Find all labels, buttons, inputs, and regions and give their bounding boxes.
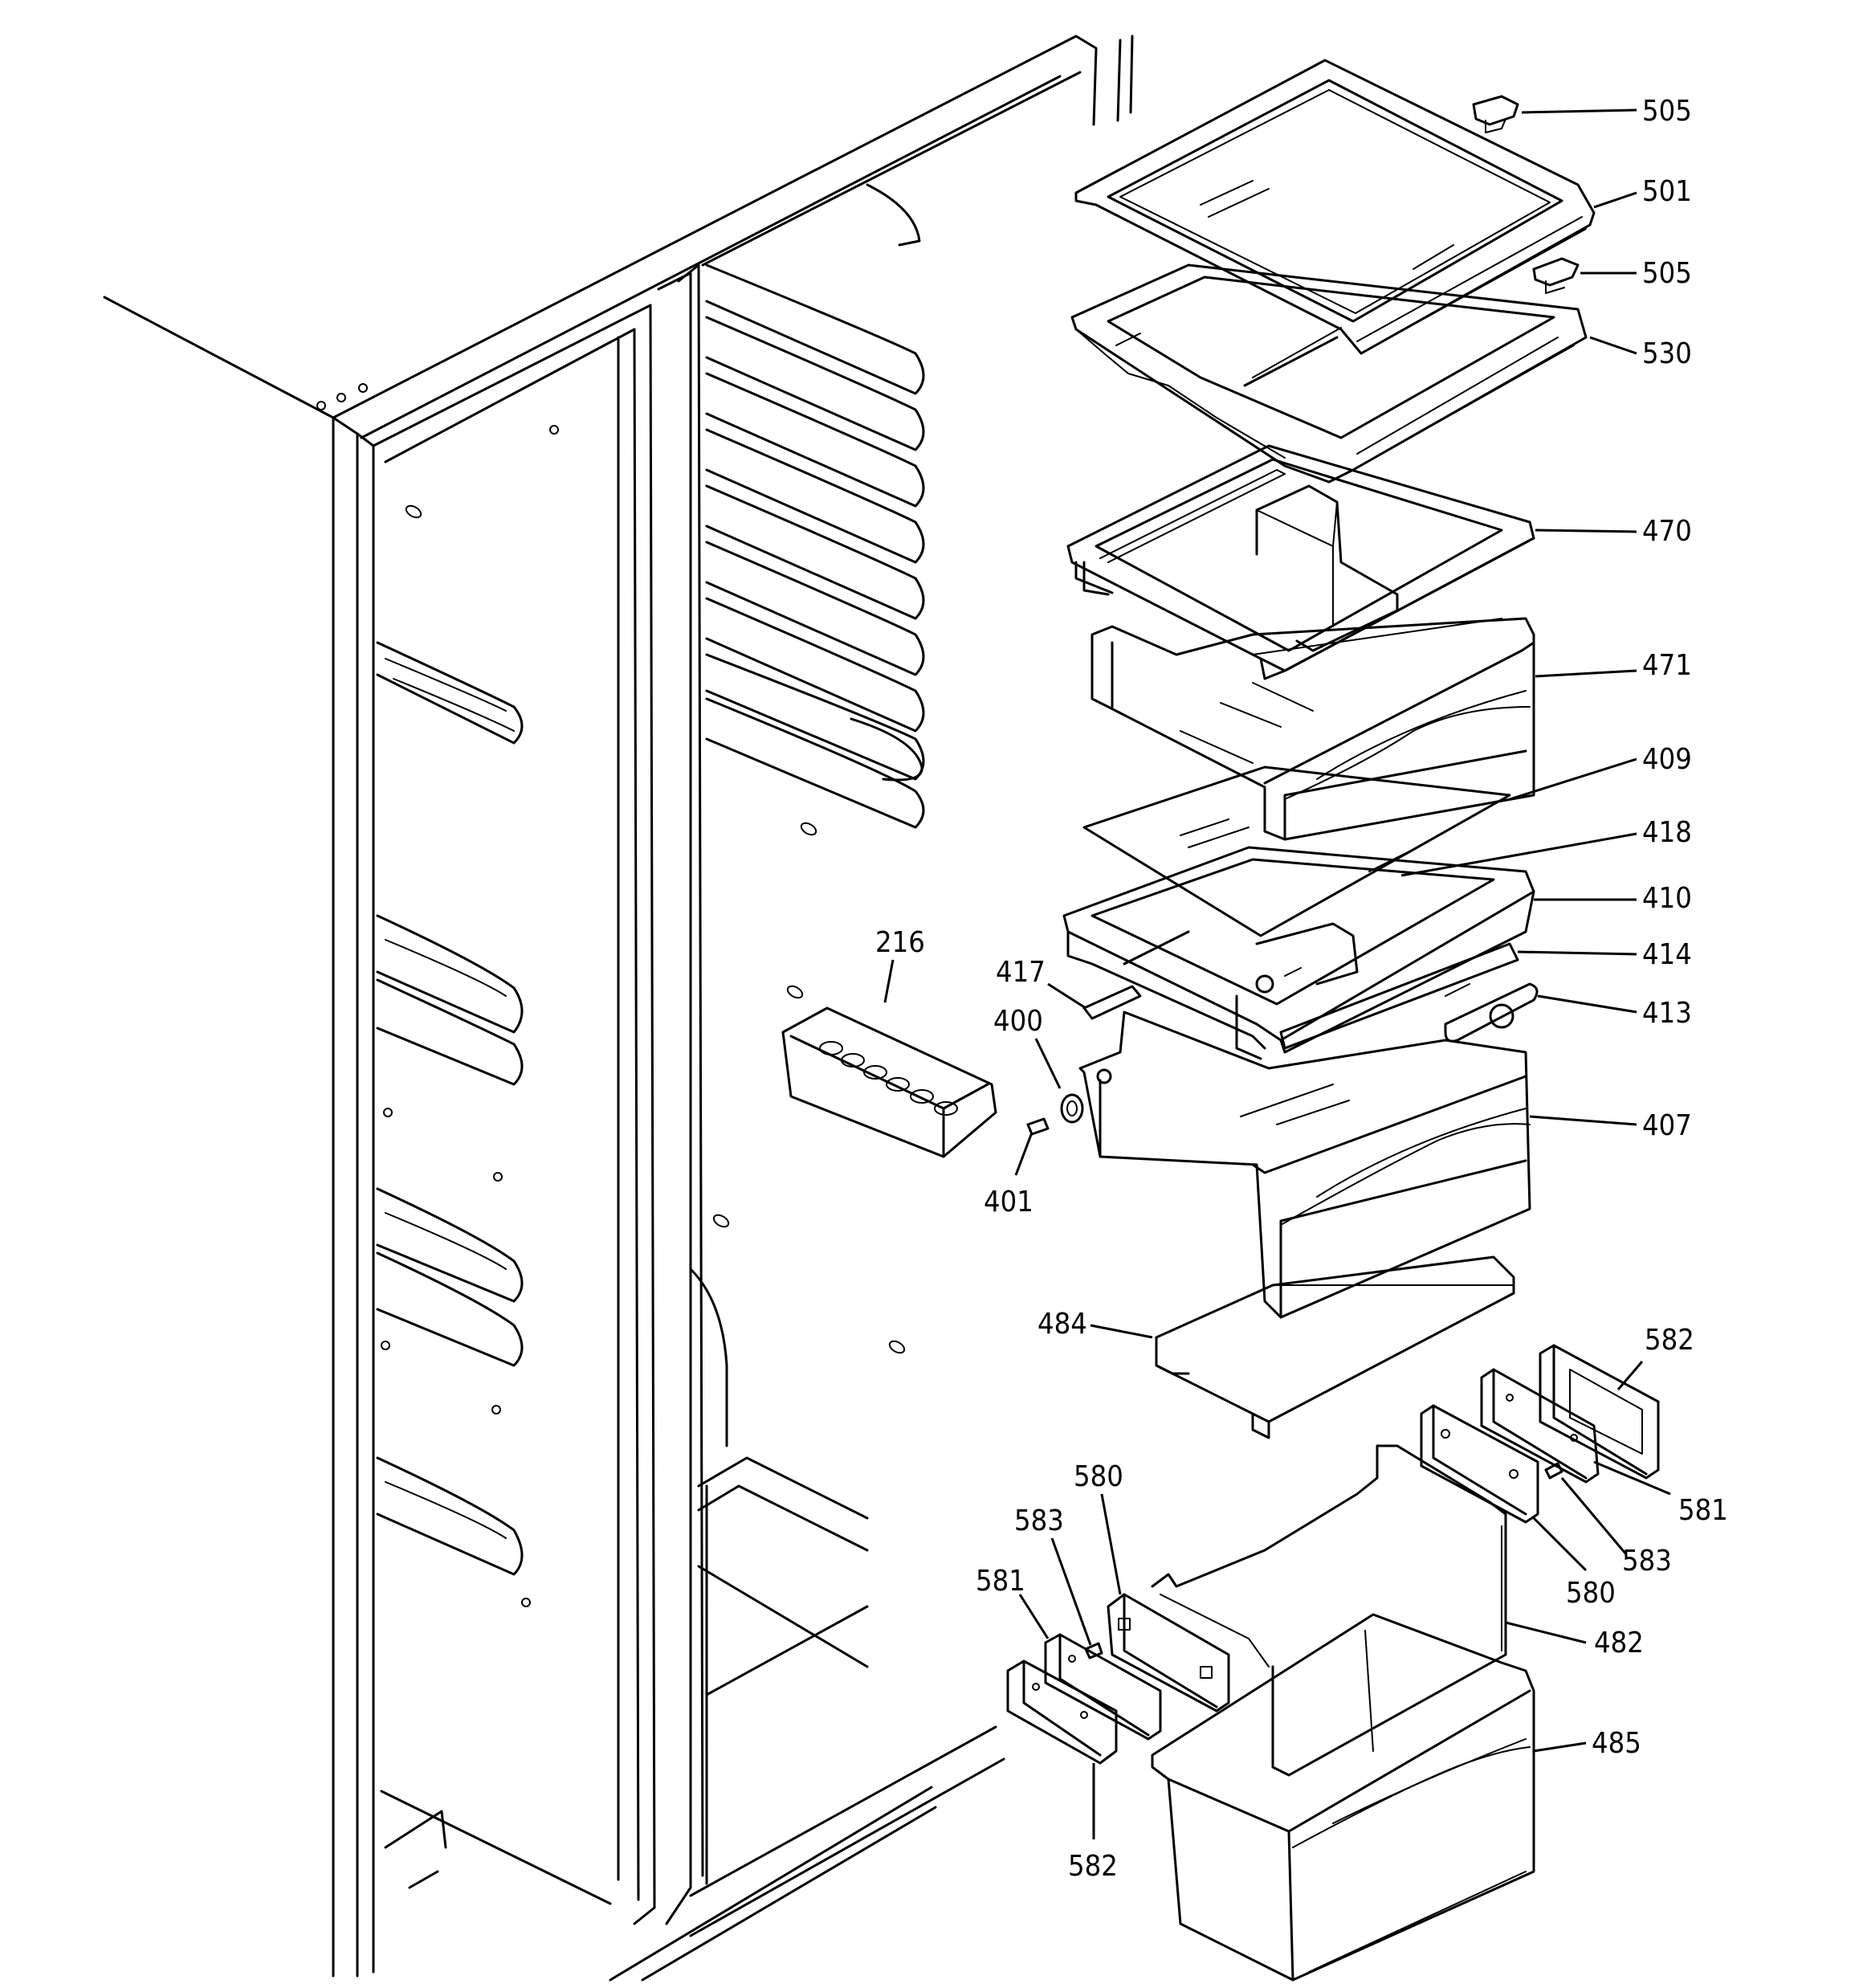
screw-583-right bbox=[1544, 1462, 1563, 1480]
leader-418 bbox=[1400, 832, 1637, 877]
drawer-471 bbox=[1090, 617, 1535, 841]
bracket-cover-582-right bbox=[1539, 1344, 1660, 1480]
egg-tray-216 bbox=[781, 1006, 997, 1158]
leader-413 bbox=[1537, 994, 1637, 1014]
pan-cover-470 bbox=[1066, 444, 1535, 680]
callout-501: 501 bbox=[1642, 175, 1692, 208]
callout-417: 417 bbox=[996, 956, 1046, 989]
leader-216 bbox=[883, 959, 895, 1003]
callout-471: 471 bbox=[1642, 649, 1692, 682]
callout-410: 410 bbox=[1642, 882, 1692, 915]
leader-530 bbox=[1589, 336, 1637, 355]
bracket-581-right bbox=[1480, 1368, 1600, 1484]
leader-484 bbox=[1090, 1324, 1153, 1339]
shelf-ribs bbox=[705, 183, 925, 829]
glass-cover-409 bbox=[1082, 765, 1511, 937]
slide-580-left bbox=[1107, 1593, 1230, 1712]
callout-414: 414 bbox=[1642, 938, 1692, 971]
leader-471 bbox=[1535, 669, 1637, 678]
callout-216: 216 bbox=[875, 926, 925, 959]
crisper-drawer-407 bbox=[1078, 1010, 1531, 1319]
rod-417 bbox=[1082, 985, 1142, 1020]
trim-414 bbox=[1279, 942, 1519, 1050]
leader-580a bbox=[1100, 1493, 1122, 1595]
callout-labels: 505 501 505 530 470 471 409 418 410 414 … bbox=[875, 95, 1728, 1883]
callout-401: 401 bbox=[984, 1186, 1033, 1219]
wire-frame-482 bbox=[1151, 1444, 1507, 1777]
callout-400: 400 bbox=[993, 1005, 1043, 1038]
callout-470: 470 bbox=[1642, 515, 1692, 548]
callout-583-left: 583 bbox=[1014, 1504, 1064, 1537]
bracket-581-left bbox=[1044, 1633, 1162, 1741]
handle-413 bbox=[1444, 982, 1539, 1043]
leader-414 bbox=[1517, 950, 1637, 956]
callout-581-left: 581 bbox=[976, 1565, 1025, 1598]
callout-580-right: 580 bbox=[1566, 1577, 1616, 1610]
callout-482: 482 bbox=[1594, 1627, 1644, 1659]
leader-582a bbox=[1616, 1361, 1644, 1390]
glass-shelf-530 bbox=[1070, 263, 1588, 484]
callout-582-left: 582 bbox=[1068, 1850, 1118, 1883]
leader-470 bbox=[1535, 529, 1637, 533]
bracket-cover-582-left bbox=[1006, 1659, 1118, 1765]
callout-409: 409 bbox=[1642, 743, 1692, 776]
leader-407 bbox=[1529, 1115, 1637, 1126]
screw-583-left bbox=[1084, 1642, 1103, 1659]
callout-484: 484 bbox=[1037, 1308, 1087, 1341]
callout-505-top: 505 bbox=[1642, 95, 1692, 128]
callout-505-second: 505 bbox=[1642, 257, 1692, 290]
leader-409 bbox=[1509, 757, 1637, 801]
callout-582-right: 582 bbox=[1645, 1324, 1694, 1357]
callout-413: 413 bbox=[1642, 997, 1692, 1030]
leader-485 bbox=[1533, 1741, 1587, 1753]
shelf-clip-505-top bbox=[1472, 95, 1519, 133]
leader-583a bbox=[1050, 1537, 1092, 1646]
roller-400 bbox=[1060, 1093, 1084, 1124]
leader-583b bbox=[1560, 1477, 1628, 1555]
leader-581a bbox=[1018, 1594, 1050, 1639]
leader-lines bbox=[883, 108, 1671, 1839]
callout-530: 530 bbox=[1642, 337, 1692, 370]
leader-580b bbox=[1531, 1515, 1588, 1572]
callout-580-left: 580 bbox=[1074, 1460, 1123, 1493]
callout-407: 407 bbox=[1642, 1109, 1692, 1142]
pan-frame-410 bbox=[1062, 846, 1535, 1060]
leader-505a bbox=[1521, 108, 1637, 114]
refrigerator-cabinet bbox=[103, 35, 1134, 1982]
screw-401 bbox=[1026, 1117, 1050, 1136]
leader-417 bbox=[1047, 982, 1086, 1010]
cover-484 bbox=[1155, 1255, 1515, 1439]
callout-418: 418 bbox=[1642, 816, 1692, 849]
glass-shelf-501 bbox=[1074, 59, 1596, 355]
bin-485 bbox=[1151, 1613, 1535, 1982]
leader-401 bbox=[1014, 1132, 1033, 1176]
callout-583-right: 583 bbox=[1622, 1545, 1672, 1578]
leader-400 bbox=[1034, 1038, 1062, 1089]
shelf-clip-505-second bbox=[1532, 257, 1580, 294]
callout-581-right: 581 bbox=[1678, 1494, 1728, 1527]
leader-482 bbox=[1505, 1621, 1587, 1644]
callout-485: 485 bbox=[1592, 1727, 1641, 1760]
leader-501 bbox=[1593, 191, 1637, 209]
slide-580-right bbox=[1420, 1404, 1539, 1524]
leader-581b bbox=[1593, 1460, 1671, 1496]
